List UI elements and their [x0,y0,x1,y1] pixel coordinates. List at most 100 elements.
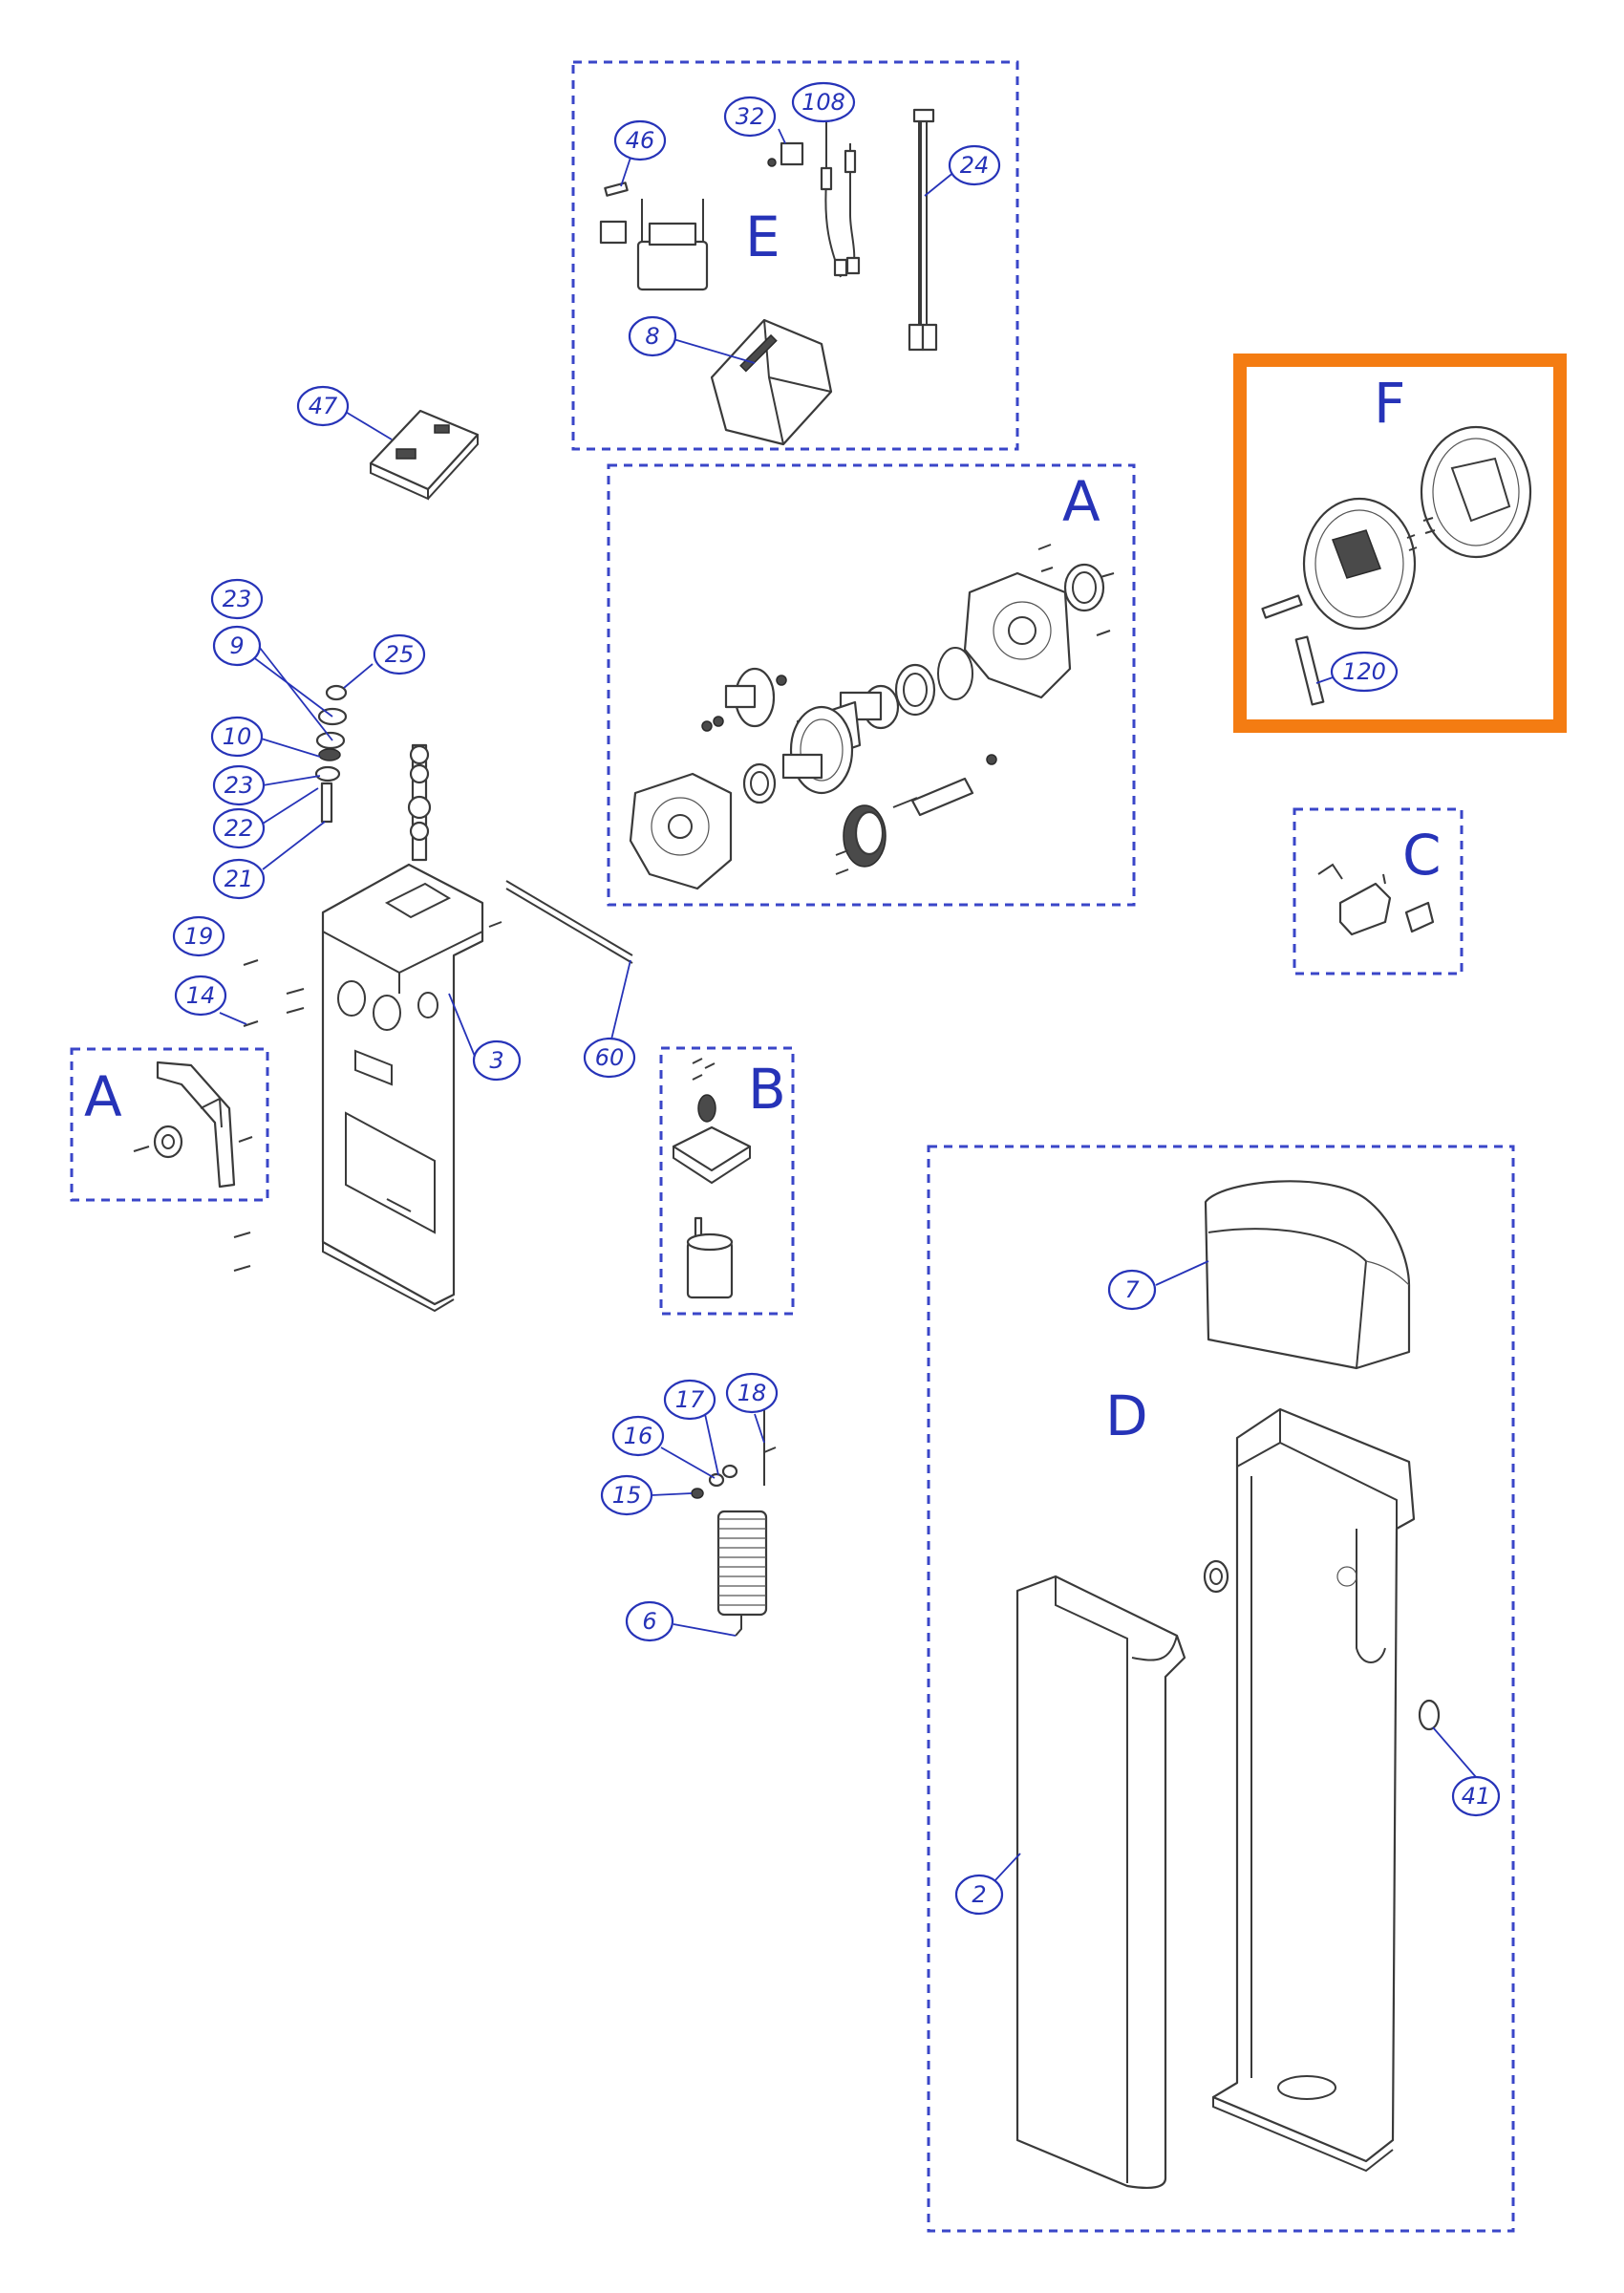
svg-text:15: 15 [612,1482,642,1509]
callout-15: 15 [600,1474,653,1516]
group-box-f-highlight [1233,354,1567,733]
callout-14: 14 [174,975,227,1017]
svg-text:25: 25 [385,641,415,668]
column-body-part [1211,1407,1416,2173]
svg-text:23: 23 [224,772,254,799]
svg-text:108: 108 [801,89,845,116]
svg-text:16: 16 [624,1423,653,1449]
housing-drum-rear-part [1420,425,1532,559]
wire-harness-108-part [820,119,861,278]
hub-washer-part [133,1125,253,1159]
housing-drum-front-part [1302,497,1417,631]
transformer-part [599,182,709,291]
callout-47: 47 [296,385,350,427]
svg-text:60: 60 [595,1044,625,1071]
group-label-a-left: A [84,1064,122,1129]
seal-ring-part [742,762,777,804]
worm-shaft-part [892,754,997,817]
small-gear-part [701,667,787,732]
svg-text:10: 10 [223,723,252,750]
limit-switch-part [1317,863,1435,936]
callout-41: 41 [1451,1775,1501,1817]
callout-17: 17 [663,1379,716,1421]
group-label-d: D [1105,1383,1148,1448]
spur-gear-part [843,804,887,868]
callout-23-top: 23 [210,578,264,620]
control-board-47-part [369,409,480,501]
svg-text:18: 18 [737,1380,767,1406]
grommet-part [1203,1559,1229,1594]
callout-24: 24 [948,144,1001,186]
svg-text:32: 32 [736,103,765,130]
group-box-e [571,60,1019,451]
svg-text:46: 46 [626,127,655,154]
callout-108: 108 [791,81,856,123]
svg-text:41: 41 [1462,1783,1491,1810]
svg-text:24: 24 [960,152,990,179]
svg-text:21: 21 [224,866,254,892]
svg-text:9: 9 [229,632,244,659]
gearbox-half-housing-right-part [963,571,1072,699]
svg-text:3: 3 [489,1047,503,1074]
callout-120: 120 [1330,651,1399,693]
group-label-a-top: A [1062,469,1100,534]
group-box-c [1293,807,1464,975]
pin-120-part [1294,635,1325,706]
ribbon-cable-24-part [908,108,938,352]
callout-22: 22 [212,807,266,849]
svg-text:120: 120 [1342,658,1386,685]
callout-8: 8 [628,315,677,357]
pin-small-part [1261,594,1303,619]
svg-text:23: 23 [223,586,252,612]
group-label-e: E [745,204,780,269]
washer-stack-part [314,684,348,824]
callout-2: 2 [954,1874,1004,1916]
svg-text:2: 2 [972,1881,986,1908]
group-box-d [927,1145,1515,2233]
bottom-screws-part [835,849,849,875]
callout-6: 6 [625,1600,674,1642]
top-cover-7-part [1204,1180,1411,1370]
group-label-b: B [748,1057,786,1122]
loose-bolts-part [233,921,502,1272]
bearing-ring-mid-part [894,663,936,717]
top-stack-screws-part [407,743,432,862]
worm-gear-shaft-part [781,684,900,795]
svg-text:17: 17 [675,1386,705,1413]
leader-lines [219,114,1477,1883]
callout-60: 60 [583,1037,636,1079]
motor-assembly-part [672,1058,752,1299]
svg-text:19: 19 [184,923,214,950]
bearing-ring-part [1063,563,1105,612]
control-box-housing-part [710,318,833,446]
small-screws-part [1037,544,1115,636]
svg-text:47: 47 [309,393,338,419]
group-label-c: C [1402,823,1442,888]
gearbox-half-housing-left-part [629,772,733,890]
svg-text:8: 8 [645,323,659,350]
group-box-a-top [607,463,1136,907]
cable-connector-part [767,141,804,167]
group-box-a-left [70,1047,269,1202]
svg-text:6: 6 [642,1608,656,1635]
svg-text:7: 7 [1124,1276,1140,1303]
dowel-pins-part [1406,517,1436,551]
callout-18: 18 [725,1372,779,1414]
svg-text:22: 22 [224,815,254,842]
base-plate-assembly-part [321,863,484,1313]
callout-21: 21 [212,858,266,900]
callout-3: 3 [472,1039,522,1082]
front-panel-2-part [1015,1575,1186,2189]
callout-32: 32 [723,96,777,138]
callout-25: 25 [373,633,426,675]
callout-10: 10 [210,716,264,758]
group-label-f: F [1374,371,1405,436]
svg-text:14: 14 [186,982,216,1009]
callout-9: 9 [212,625,262,667]
lever-arm-part [156,1061,236,1189]
cap-41-part [1418,1699,1441,1731]
o-ring-large-part [937,647,973,700]
callout-7: 7 [1107,1269,1157,1311]
callout-23-mid: 23 [212,764,266,806]
